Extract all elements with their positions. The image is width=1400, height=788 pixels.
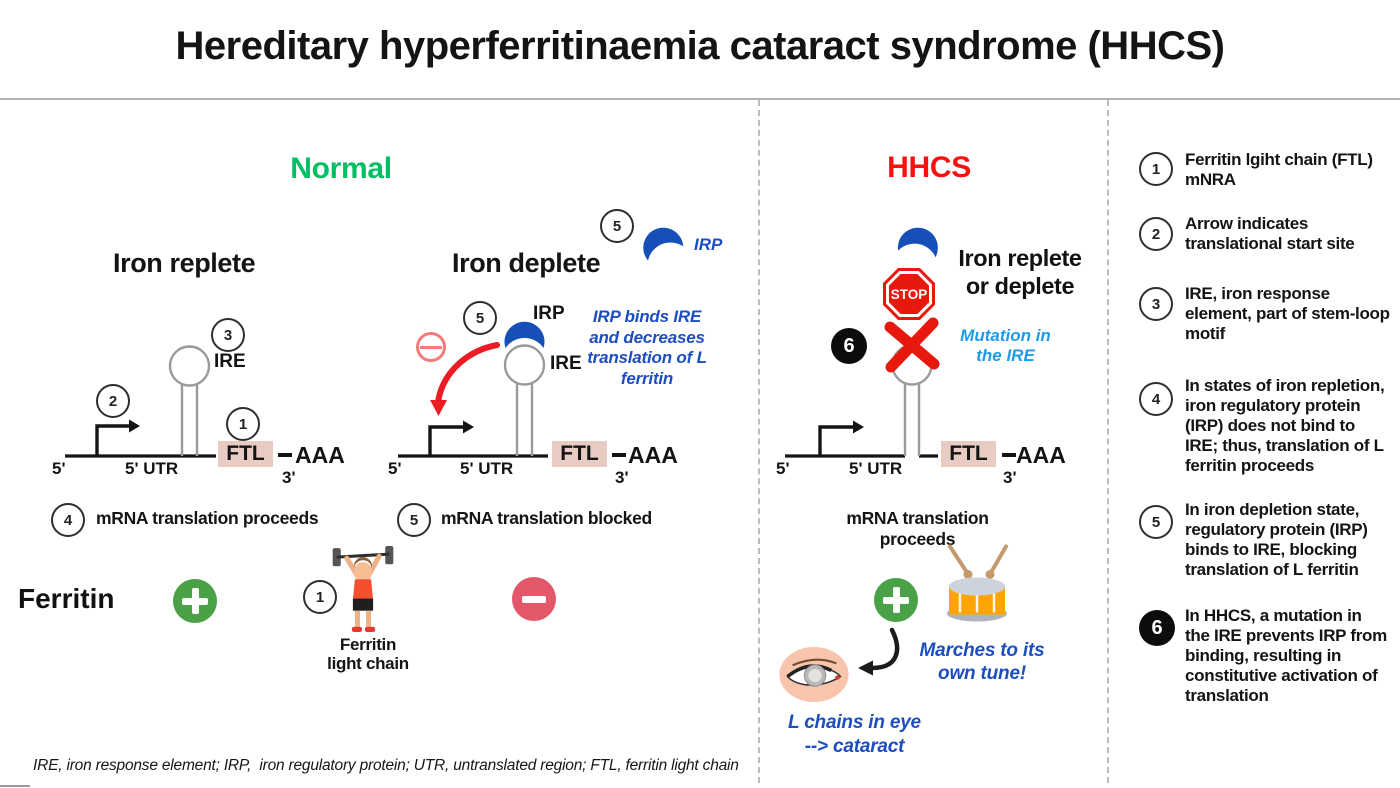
five-utr-label-hhcs: 5' UTR <box>849 459 903 478</box>
five-utr-label-replete: 5' UTR <box>125 459 179 478</box>
mrna-diagram-deplete <box>398 321 626 458</box>
iron-deplete-heading: Iron deplete <box>452 248 601 278</box>
legend-badge-1: 1 <box>1139 152 1173 186</box>
irp-protein-icon <box>504 321 545 348</box>
irp-bound-label: IRP <box>533 303 565 324</box>
irp-blocked-icon <box>897 227 938 258</box>
eye-cataract-icon <box>779 647 849 702</box>
ire-loop-icon <box>168 345 211 387</box>
deplete-caption: mRNA translation blocked <box>441 508 652 528</box>
mutation-x-icon <box>884 317 940 373</box>
prohibition-icon <box>416 332 446 362</box>
panel-divider-left <box>758 100 760 783</box>
ftl-gene-box-replete: FTL <box>218 441 273 467</box>
irp-binds-note: IRP binds IRE and decreases translation … <box>587 307 707 388</box>
badge-1-light-chain: 1 <box>303 580 337 614</box>
three-prime-label-replete: 3' <box>282 468 296 487</box>
badge-1-ftl: 1 <box>226 407 260 441</box>
normal-section-title: Normal <box>290 152 392 185</box>
legend-item-2: Arrow indicates translational start site <box>1185 214 1355 253</box>
legend-badge-6: 6 <box>1139 610 1175 646</box>
stem-icon <box>903 383 921 456</box>
badge-5-top: 5 <box>600 209 634 243</box>
legend-badge-3: 3 <box>1139 287 1173 321</box>
legend-item-6: In HHCS, a mutation in the IRE prevents … <box>1185 606 1387 705</box>
stem-icon <box>180 384 199 456</box>
abbreviations-footnote: IRE, iron response element; IRP, iron re… <box>33 757 739 774</box>
five-prime-label-deplete: 5' <box>388 459 402 478</box>
ferritin-label: Ferritin <box>18 583 115 614</box>
replete-caption: mRNA translation proceeds <box>96 508 319 528</box>
mrna-diagram-replete <box>65 345 292 458</box>
legend-item-4: In states of iron repletion, iron regula… <box>1185 376 1385 475</box>
badge-6: 6 <box>831 328 867 364</box>
inhibition-arrow-icon <box>435 342 500 405</box>
cataract-note: L chains in eye --> cataract <box>788 712 921 757</box>
result-arrow-icon <box>858 627 900 676</box>
polya-label-replete: AAA <box>295 442 345 468</box>
five-utr-label-deplete: 5' UTR <box>460 459 514 478</box>
stem-icon <box>515 383 534 456</box>
start-arrow-icon <box>428 425 463 456</box>
legend-badge-2: 2 <box>1139 217 1173 251</box>
hhcs-section-title: HHCS <box>887 151 971 184</box>
drum-icon <box>947 544 1008 622</box>
page-title: Hereditary hyperferritinaemia cataract s… <box>175 24 1225 68</box>
panel-divider-right <box>1107 100 1109 783</box>
legend-item-5: In iron depletion state, regulatory prot… <box>1185 500 1368 579</box>
weightlifter-icon <box>332 546 394 632</box>
legend-badge-5: 5 <box>1139 505 1173 539</box>
badge-5-caption: 5 <box>397 503 431 537</box>
irp-free-label: IRP <box>694 235 723 254</box>
start-arrow-icon <box>95 424 129 456</box>
stop-sign-label: STOP <box>889 274 929 314</box>
legend-badge-4: 4 <box>1139 382 1173 416</box>
hhcs-condition-heading: Iron replete or deplete <box>958 245 1082 299</box>
stop-sign-icon: STOP <box>883 268 935 320</box>
polya-label-hhcs: AAA <box>1016 442 1066 468</box>
mutation-note: Mutation in the IRE <box>960 326 1051 365</box>
badge-3: 3 <box>211 318 245 352</box>
ire-loop-icon <box>503 344 546 386</box>
irp-free-icon <box>643 227 684 261</box>
plus-icon-normal <box>173 579 217 623</box>
badge-5-mid: 5 <box>463 301 497 335</box>
ftl-gene-box-deplete: FTL <box>552 441 607 467</box>
light-chain-label: Ferritin light chain <box>327 635 409 673</box>
three-prime-label-hhcs: 3' <box>1003 468 1017 487</box>
minus-icon-deplete <box>512 577 556 621</box>
badge-4: 4 <box>51 503 85 537</box>
plus-icon-hhcs <box>874 578 918 622</box>
five-prime-label-hhcs: 5' <box>776 459 790 478</box>
bottom-edge-line <box>0 785 30 787</box>
ftl-gene-box-hhcs: FTL <box>941 441 996 467</box>
ire-label-deplete: IRE <box>550 353 582 374</box>
polya-label-deplete: AAA <box>628 442 678 468</box>
legend-item-1: Ferritin lgiht chain (FTL) mNRA <box>1185 150 1373 189</box>
marches-note: Marches to its own tune! <box>919 640 1045 684</box>
three-prime-label-deplete: 3' <box>615 468 629 487</box>
iron-replete-heading: Iron replete <box>113 248 256 278</box>
badge-2: 2 <box>96 384 130 418</box>
legend-item-3: IRE, iron response element, part of stem… <box>1185 284 1390 343</box>
ire-label-replete: IRE <box>214 351 246 372</box>
start-arrow-icon <box>818 425 853 456</box>
hhcs-caption: mRNA translation proceeds <box>846 508 989 549</box>
title-divider-line <box>0 98 1400 100</box>
five-prime-label-replete: 5' <box>52 459 66 478</box>
